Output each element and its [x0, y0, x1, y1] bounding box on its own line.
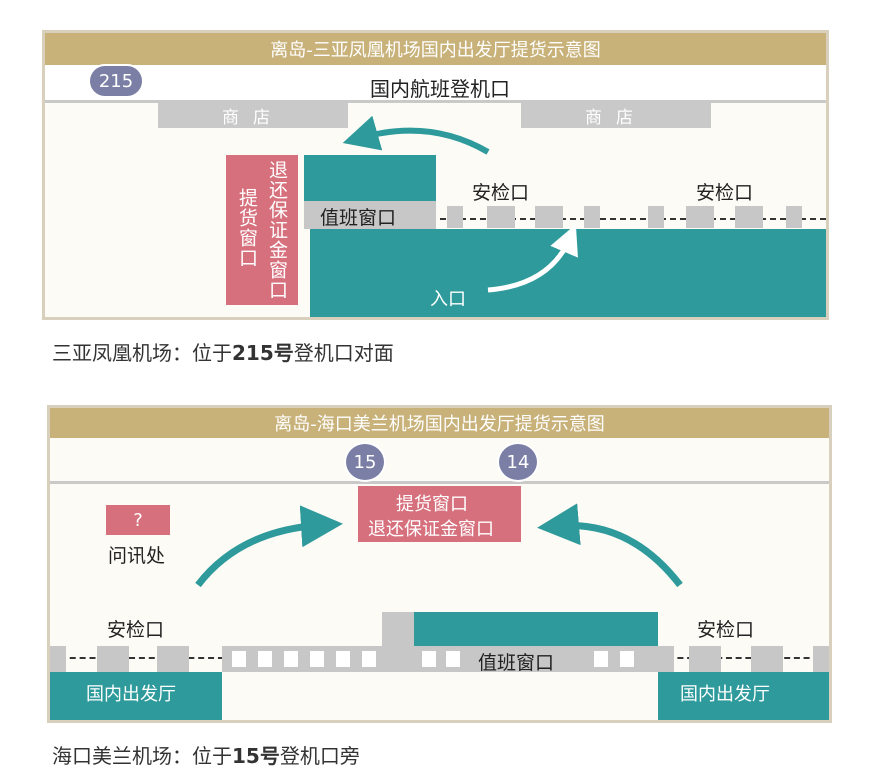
map2-info-desk: ?	[106, 505, 170, 535]
map1-caption: 三亚凤凰机场：位于215号登机口对面	[52, 337, 394, 366]
map2-refund-window-label: 退还保证金窗口	[368, 519, 494, 540]
map2-window-strip	[222, 646, 382, 672]
question-icon: ?	[133, 509, 143, 531]
map1-caption-suffix: 登机口对面	[293, 341, 394, 365]
map2-caption-prefix: 海口美兰机场：位于	[52, 744, 232, 768]
map1-gate-post	[487, 206, 515, 228]
map2-gate-post	[689, 646, 721, 672]
map2-hall-left-label: 国内出发厅	[86, 684, 176, 705]
map2-security-left-label: 安检口	[107, 619, 165, 641]
map1-gate-strip	[45, 65, 826, 103]
map2-gate-strip	[50, 438, 829, 484]
map2-security-line-left	[50, 657, 382, 659]
map2-departure-hall-center	[222, 672, 658, 720]
map2-security-line-right	[658, 657, 829, 659]
map2-window-pane	[362, 651, 376, 667]
map1-gate-post	[786, 206, 802, 228]
map2-gate-post	[813, 646, 829, 672]
map2-duty-block	[414, 612, 658, 646]
map2-pickup-window-label: 提货窗口	[396, 494, 468, 515]
map1-shop-left: 商店	[158, 103, 348, 128]
map1-security-right-label: 安检口	[696, 182, 754, 204]
map2-window-pane	[232, 651, 246, 667]
map2-gate-post	[97, 646, 129, 672]
map2-duty-pillar	[382, 612, 414, 672]
map1-pickup-window-label: 提货窗口	[236, 188, 258, 268]
map1-gate-post	[447, 206, 463, 228]
map1-gate-post	[735, 206, 763, 228]
map2-gate-badge-14: 14	[497, 442, 539, 482]
map2-window-pane	[594, 651, 608, 667]
map2-gate-post	[157, 646, 189, 672]
arrow-curved-icon	[487, 224, 578, 293]
arrow-curved-icon	[195, 505, 343, 588]
map1-gate-area-label: 国内航班登机口	[370, 77, 510, 101]
map2-window-pane	[258, 651, 272, 667]
map1-pickup-refund-window	[226, 155, 298, 305]
map1-duty-window-label: 值班窗口	[320, 207, 397, 229]
map2-window-pane	[620, 651, 634, 667]
map1-title: 离岛-三亚凤凰机场国内出发厅提货示意图	[45, 33, 826, 65]
map1-duty-block	[304, 155, 436, 201]
map2-window-pane	[446, 651, 460, 667]
map2-window-pane	[284, 651, 298, 667]
map2-gate-badge-15: 15	[344, 442, 386, 482]
map2-departure-hall-right	[658, 672, 829, 720]
map2-departure-hall-left	[50, 672, 222, 720]
map1-security-line	[440, 218, 826, 220]
map1-gate-badge: 215	[88, 64, 144, 98]
map1-gate-post	[686, 206, 714, 228]
map2-title: 离岛-海口美兰机场国内出发厅提货示意图	[50, 408, 829, 438]
map2-window-pane	[336, 651, 350, 667]
map2-info-label: 问讯处	[108, 545, 166, 567]
map1-entrance-label: 入口	[430, 289, 466, 310]
map2-caption-bold: 15号	[232, 744, 280, 768]
map1-gate-post	[648, 206, 664, 228]
map1-caption-prefix: 三亚凤凰机场：位于	[52, 341, 232, 365]
map2-pickup-refund-window	[358, 486, 521, 542]
map2-caption-suffix: 登机口旁	[279, 744, 360, 768]
map1-duty-window	[304, 201, 436, 229]
map2-security-right-label: 安检口	[697, 619, 755, 641]
map1-gate-post	[535, 206, 563, 228]
map2-gate-post	[658, 646, 674, 672]
map1-refund-window-label: 退还保证金窗口	[266, 160, 288, 300]
map2-hall-right-label: 国内出发厅	[680, 684, 770, 705]
map2-gate-post	[751, 646, 783, 672]
map1-security-left-label: 安检口	[472, 182, 530, 204]
map1-shop-right: 商店	[521, 103, 711, 128]
map2-window-pane	[422, 651, 436, 667]
map2-caption: 海口美兰机场：位于15号登机口旁	[52, 740, 360, 769]
map1-caption-bold: 215号	[232, 341, 294, 365]
map2-window-pane	[310, 651, 324, 667]
arrow-curved-icon	[537, 503, 683, 588]
map2-gate-post	[50, 646, 66, 672]
map1-gate-post	[584, 206, 600, 228]
arrow-curved-icon	[342, 115, 490, 155]
map2-duty-window-label: 值班窗口	[478, 652, 555, 674]
